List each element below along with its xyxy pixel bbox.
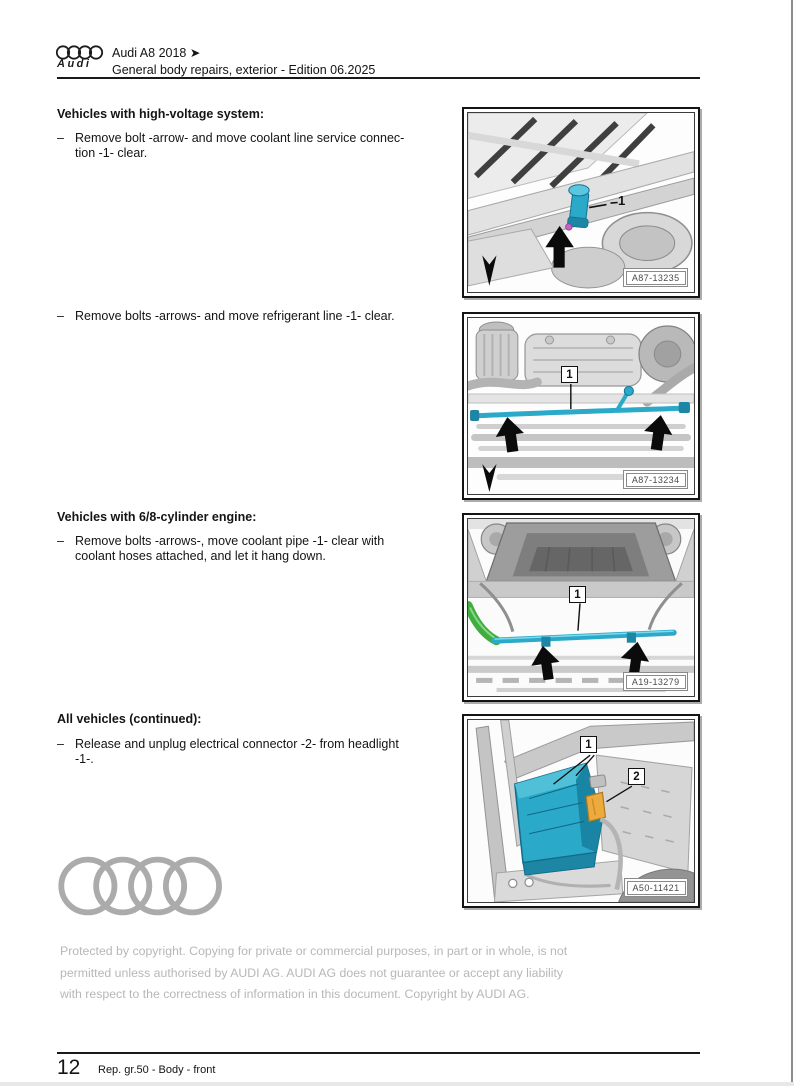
step-line: Remove bolt -arrow- and move coolant lin… xyxy=(75,131,405,145)
footer-rule xyxy=(57,1052,700,1054)
copyright-line: permitted unless authorised by AUDI AG. … xyxy=(60,965,564,980)
section-heading-high-voltage: Vehicles with high-voltage system: xyxy=(57,107,265,121)
figure-refrigerant-line: 1 A87-13234 xyxy=(462,312,700,500)
dash-marker: – xyxy=(57,534,64,548)
callout-1: 1 xyxy=(618,193,626,208)
audi-rings-watermark-icon xyxy=(58,856,222,916)
model-pointer-icon: ➤ xyxy=(189,46,201,60)
underbody-illustration xyxy=(468,519,694,696)
copyright-line: with respect to the correctness of infor… xyxy=(60,987,530,1001)
document-subtitle: General body repairs, exterior - Edition… xyxy=(112,62,376,77)
step-remove-bolt-coolant-line: – Remove bolt -arrow- and move coolant l… xyxy=(57,131,404,160)
section-heading-68-cylinder: Vehicles with 6/8-cylinder engine: xyxy=(57,510,257,524)
step-line: Release and unplug electrical connector … xyxy=(75,737,399,751)
figure-frame: 1 A87-13234 xyxy=(467,317,695,495)
figure-id-plate: A19-13279 xyxy=(623,672,688,691)
page-number: 12 xyxy=(57,1056,81,1079)
figure-frame: 1 A19-13279 xyxy=(467,518,695,697)
copyright-line: Protected by copyright. Copying for priv… xyxy=(60,944,568,958)
step-line: tion -1- clear. xyxy=(75,145,148,160)
figure-coolant-service-connection: 1 A87-13235 xyxy=(462,107,700,298)
step-remove-bolts-refrigerant-line: – Remove bolts -arrows- and move refrige… xyxy=(57,309,395,324)
figure-id-plate: A87-13235 xyxy=(623,268,688,287)
footer-caption: Rep. gr.50 - Body - front xyxy=(98,1064,216,1076)
step-remove-coolant-pipe: – Remove bolts -arrows-, move coolant pi… xyxy=(57,534,384,563)
figure-headlight-connector: 1 2 A50-11421 xyxy=(462,714,700,908)
step-line: Remove bolts -arrows- and move refrigera… xyxy=(75,309,395,323)
figure-id-plate: A50-11421 xyxy=(624,878,688,897)
page-bottom-edge xyxy=(0,1082,794,1086)
engine-front-illustration xyxy=(468,318,694,494)
figure-frame: 1 2 A50-11421 xyxy=(467,719,695,903)
figure-coolant-pipe: 1 A19-13279 xyxy=(462,513,700,702)
callout-2: 2 xyxy=(628,768,645,785)
step-line: coolant hoses attached, and let it hang … xyxy=(75,548,326,563)
header-rule xyxy=(57,77,700,79)
callout-1: 1 xyxy=(580,736,597,753)
callout-1: 1 xyxy=(561,366,578,383)
dash-marker: – xyxy=(57,131,64,145)
callout-1: 1 xyxy=(569,586,586,603)
engine-bay-illustration xyxy=(468,113,694,292)
step-line: Remove bolts -arrows-, move coolant pipe… xyxy=(75,534,385,548)
audi-wordmark: Audi xyxy=(57,58,92,70)
page-right-edge xyxy=(791,0,793,1086)
dash-marker: – xyxy=(57,309,64,323)
step-line: -1-. xyxy=(75,751,94,766)
dash-marker: – xyxy=(57,737,64,751)
figure-id-plate: A87-13234 xyxy=(623,470,688,489)
step-unplug-connector: – Release and unplug electrical connecto… xyxy=(57,737,399,766)
section-heading-all-vehicles: All vehicles (continued): xyxy=(57,712,202,726)
audi-rings-icon xyxy=(56,45,104,60)
copyright-notice: Protected by copyright. Copying for priv… xyxy=(60,941,567,1006)
model-line: Audi A8 2018 ➤ xyxy=(112,46,201,60)
document-header: Audi A8 2018 ➤ General body repairs, ext… xyxy=(112,45,375,78)
figure-frame: 1 A87-13235 xyxy=(467,112,695,293)
